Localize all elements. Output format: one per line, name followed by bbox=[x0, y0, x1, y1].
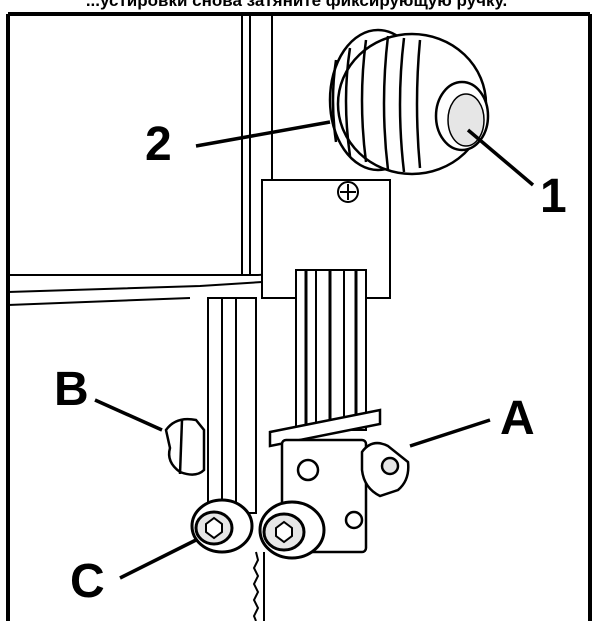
guide-bearings-c bbox=[190, 498, 326, 560]
tension-knob bbox=[328, 28, 490, 176]
leader-line-1 bbox=[466, 128, 535, 187]
housing-screw bbox=[337, 181, 359, 203]
leader-line-b bbox=[94, 398, 163, 432]
saw-housing bbox=[7, 14, 273, 306]
guide-post bbox=[207, 179, 391, 514]
leader-line-a bbox=[409, 418, 491, 448]
callout-a: A bbox=[500, 392, 535, 445]
leader-line-c bbox=[119, 538, 197, 580]
leader-lines bbox=[94, 120, 535, 580]
callout-b: B bbox=[54, 363, 89, 416]
caption-text: ...устировки снова затяните фиксирующую … bbox=[85, 0, 508, 10]
lock-knob-b bbox=[164, 417, 206, 476]
leader-line-2 bbox=[195, 120, 331, 148]
frame-border bbox=[6, 12, 592, 621]
callout-1: 1 bbox=[540, 170, 567, 223]
saw-blade bbox=[252, 551, 265, 621]
callout-c: C bbox=[70, 555, 105, 608]
callout-2: 2 bbox=[145, 118, 172, 171]
